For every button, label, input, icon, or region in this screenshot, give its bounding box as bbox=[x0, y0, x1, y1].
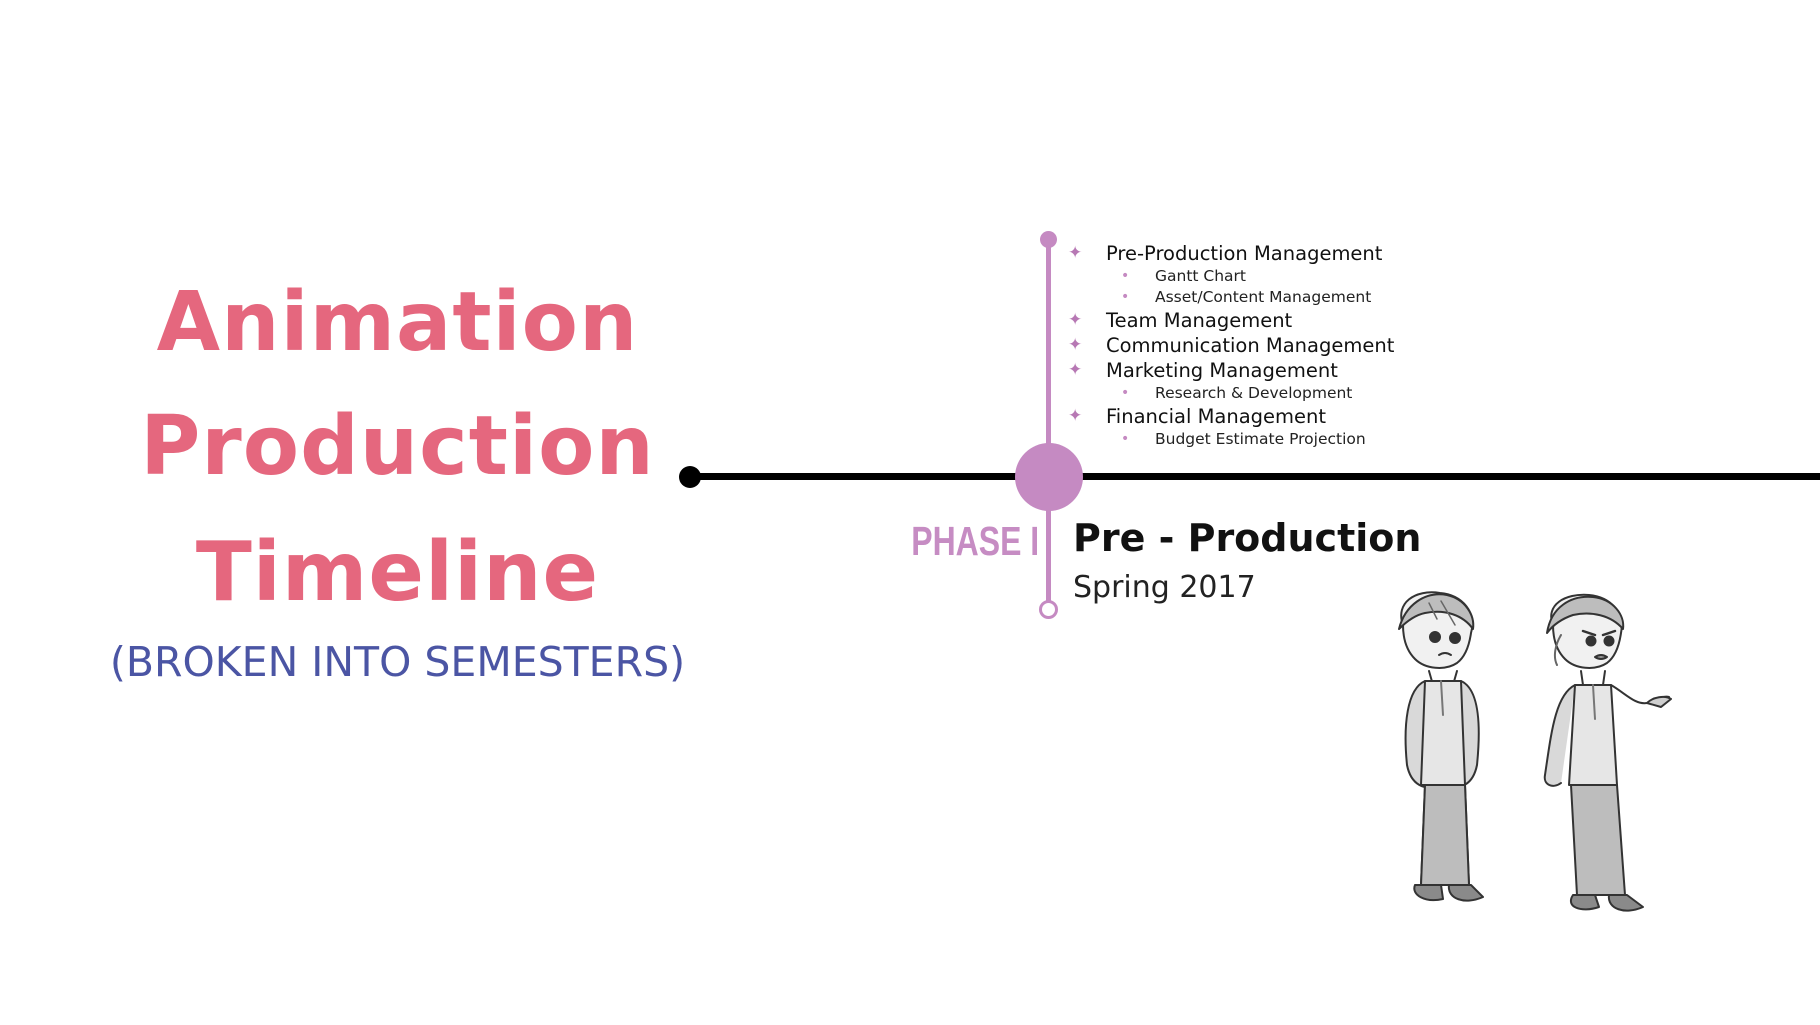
subtask-item: • Asset/Content Management bbox=[1068, 287, 1394, 308]
subtask-label: Research & Development bbox=[1155, 384, 1353, 402]
phase-task-list: ✦ Pre-Production Management • Gantt Char… bbox=[1068, 241, 1394, 450]
character-right bbox=[1543, 593, 1672, 912]
subtask-label: Budget Estimate Projection bbox=[1155, 430, 1366, 448]
subtask-label: Gantt Chart bbox=[1155, 267, 1247, 285]
task-label: Pre-Production Management bbox=[1106, 242, 1383, 265]
phase-stem-top-dot bbox=[1040, 231, 1057, 248]
task-item: ✦ Team Management bbox=[1068, 308, 1394, 333]
task-item: ✦ Pre-Production Management • Gantt Char… bbox=[1068, 241, 1394, 308]
subtask-list: • Research & Development bbox=[1106, 383, 1394, 404]
phase-name: Pre - Production bbox=[1073, 516, 1422, 560]
task-item: ✦ Financial Management • Budget Estimate… bbox=[1068, 404, 1394, 450]
task-item: ✦ Marketing Management • Research & Deve… bbox=[1068, 358, 1394, 404]
dot-icon: • bbox=[1121, 385, 1130, 401]
task-label: Marketing Management bbox=[1106, 359, 1338, 382]
title-line-production: Production bbox=[140, 399, 655, 494]
phase-stem-bottom-ring bbox=[1039, 600, 1058, 619]
dot-icon: • bbox=[1121, 289, 1130, 305]
dot-icon: • bbox=[1121, 431, 1130, 447]
subtask-item: • Gantt Chart bbox=[1068, 266, 1394, 287]
phase-stem bbox=[1046, 238, 1051, 610]
title-line-timeline: Timeline bbox=[195, 525, 600, 620]
four-point-star-icon: ✦ bbox=[1068, 360, 1083, 380]
subtask-item: • Research & Development bbox=[1068, 383, 1394, 404]
phase-node bbox=[1015, 443, 1083, 511]
timeline-axis bbox=[690, 473, 1820, 480]
subtask-label: Asset/Content Management bbox=[1155, 288, 1372, 306]
dot-icon: • bbox=[1121, 268, 1130, 284]
task-label: Financial Management bbox=[1106, 405, 1327, 428]
task-label: Team Management bbox=[1106, 309, 1293, 332]
phase-date: Spring 2017 bbox=[1073, 570, 1256, 605]
task-item: ✦ Communication Management bbox=[1068, 333, 1394, 358]
title-line-animation: Animation bbox=[156, 275, 639, 370]
subtask-list: • Gantt Chart • Asset/Content Management bbox=[1106, 266, 1394, 308]
four-point-star-icon: ✦ bbox=[1068, 406, 1083, 426]
subtask-item: • Budget Estimate Projection bbox=[1068, 429, 1394, 450]
subtask-list: • Budget Estimate Projection bbox=[1106, 429, 1394, 450]
sketch-characters bbox=[1398, 591, 1672, 912]
phase-label: PHASE I bbox=[911, 518, 1040, 564]
four-point-star-icon: ✦ bbox=[1068, 243, 1083, 263]
task-label: Communication Management bbox=[1106, 334, 1395, 357]
subtitle: (BROKEN INTO SEMESTERS) bbox=[109, 638, 686, 686]
four-point-star-icon: ✦ bbox=[1068, 310, 1083, 330]
character-left bbox=[1398, 591, 1484, 902]
four-point-star-icon: ✦ bbox=[1068, 335, 1083, 355]
